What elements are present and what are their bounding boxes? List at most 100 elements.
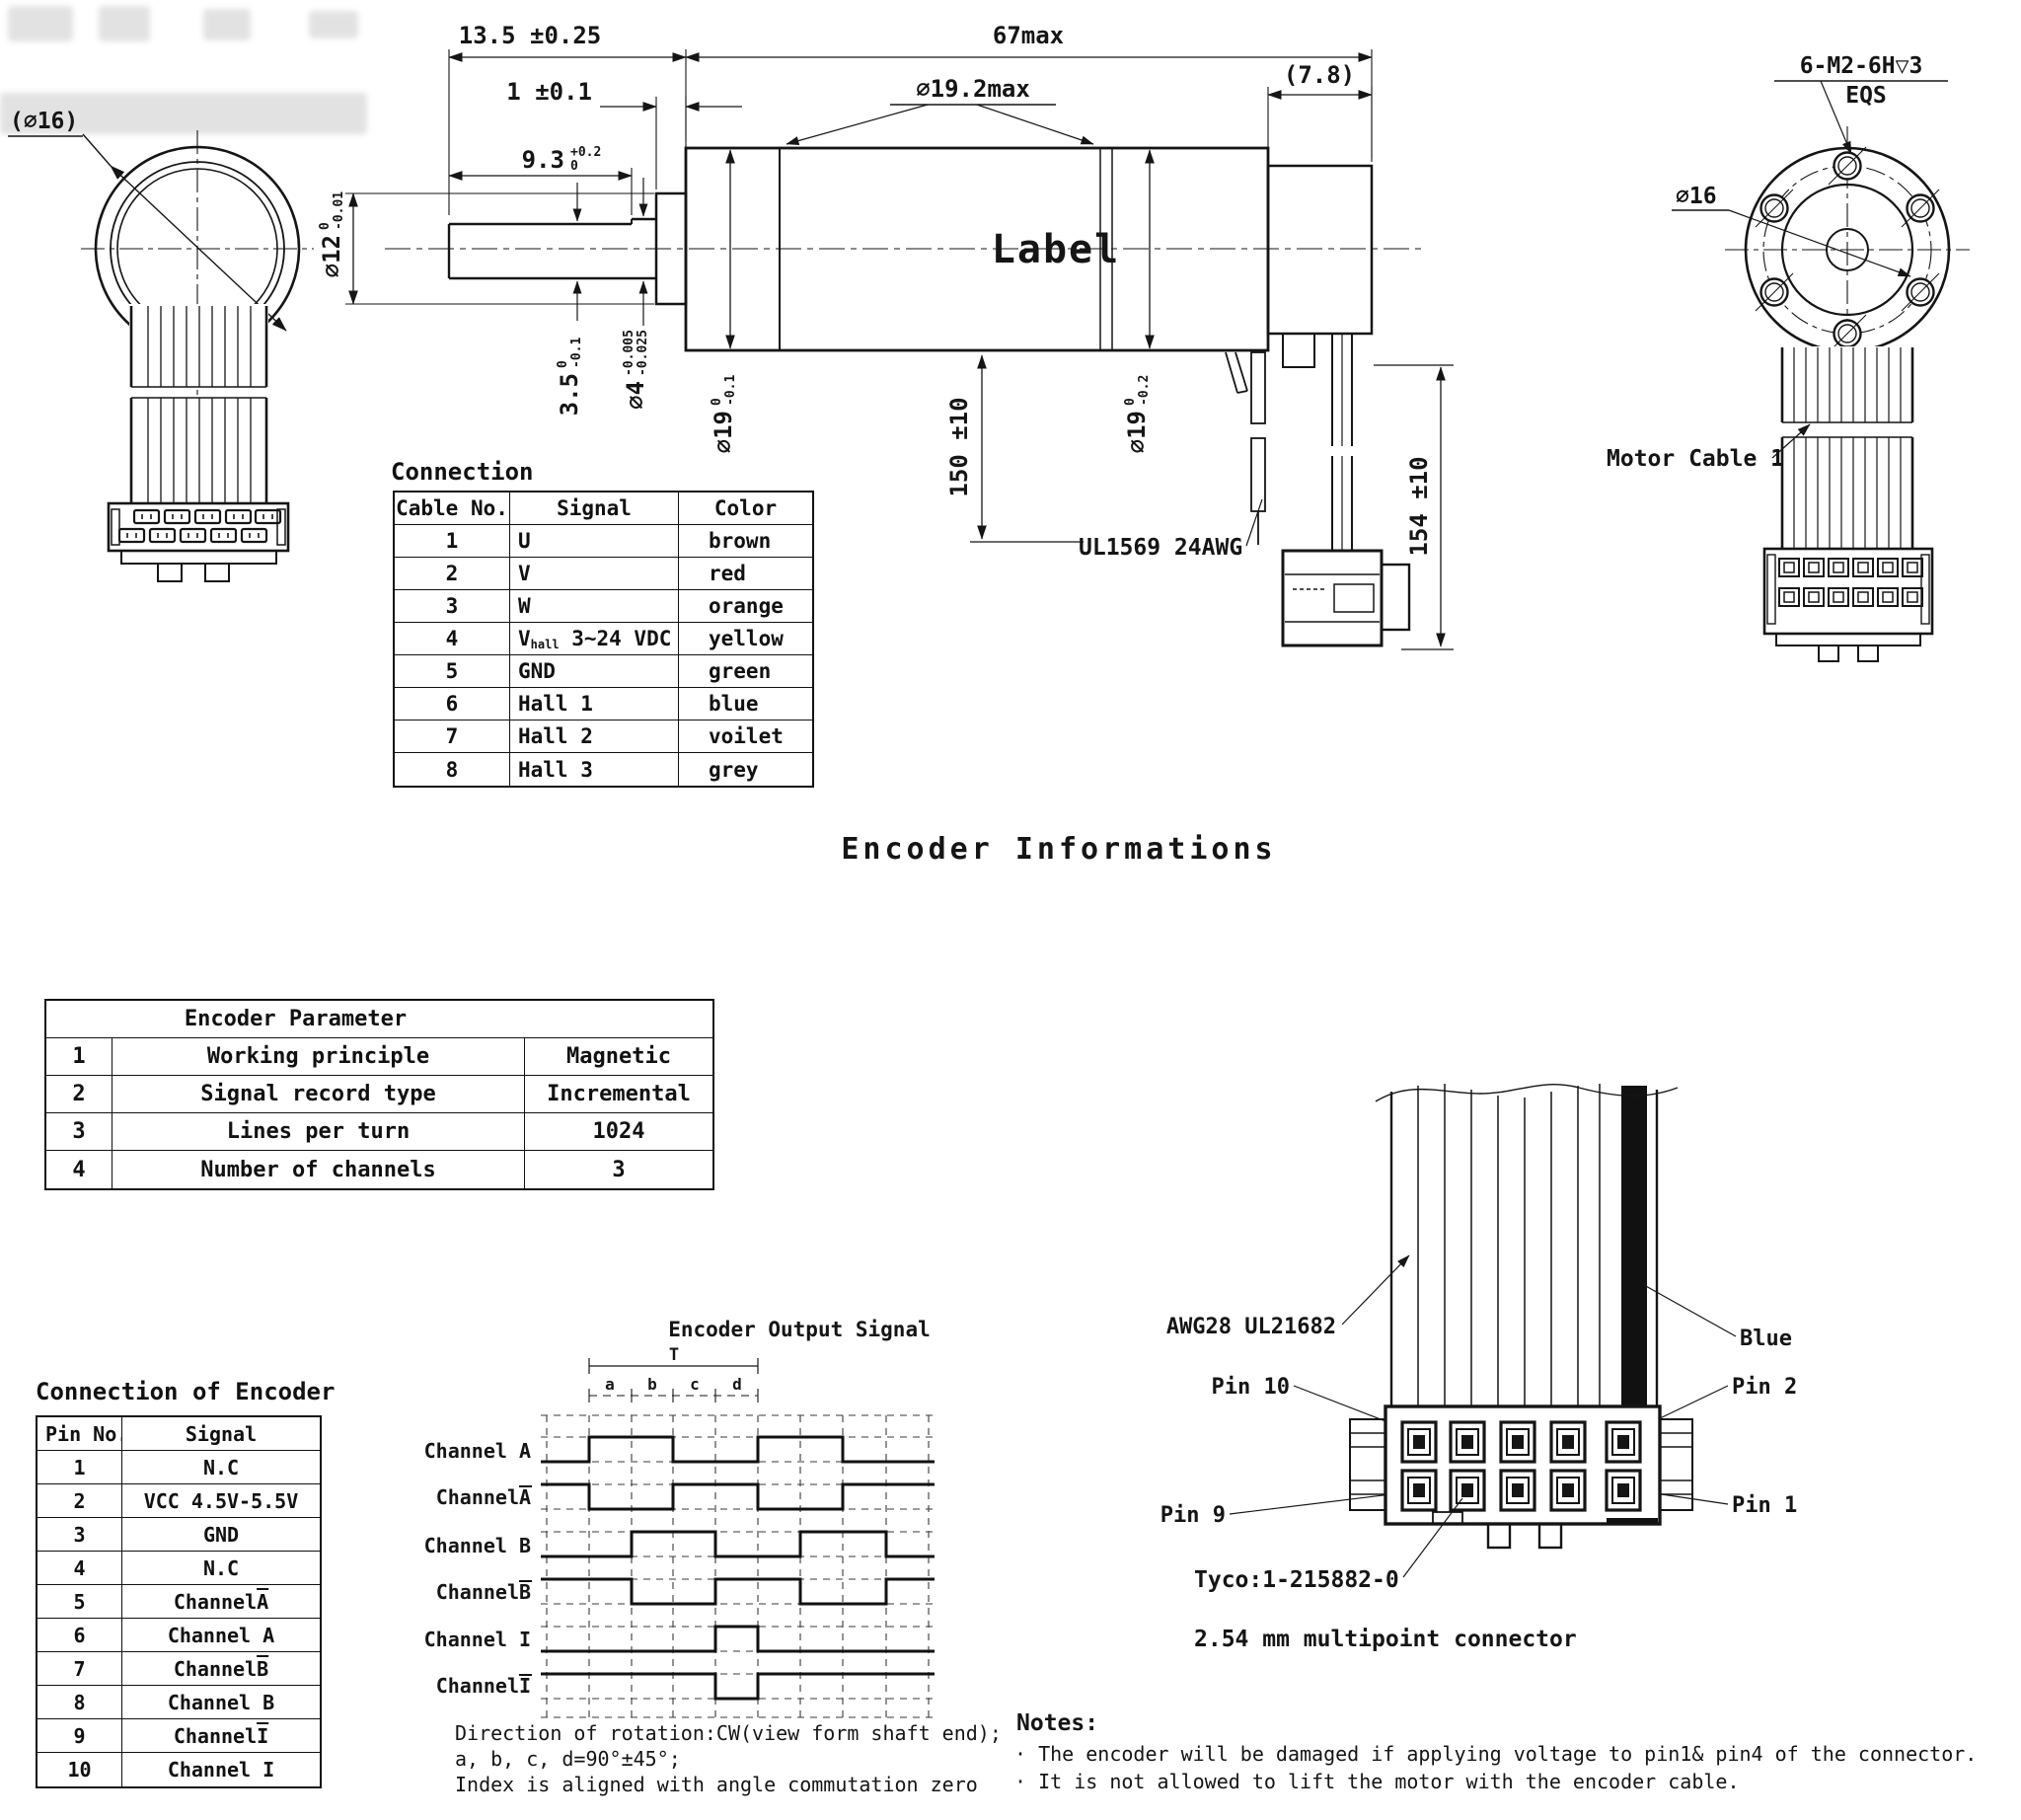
cell-pin-signal: Channel I	[167, 1758, 275, 1782]
dim-1: 1 ±0.1	[506, 78, 592, 106]
svg-text:0: 0	[1123, 398, 1138, 406]
dim-dia19b: ∅19 0 -0.2	[1123, 375, 1152, 454]
thread-spec-label2: EQS	[1845, 83, 1887, 109]
cell-signal: GND	[510, 655, 679, 688]
notes-block: Notes: · The encoder will be damaged if …	[1014, 1710, 1977, 1793]
svg-text:∅19: ∅19	[1123, 411, 1151, 453]
timing-diagram: Encoder Output Signal T a b c d	[424, 1318, 1002, 1796]
wave-channel-b-inv	[541, 1577, 935, 1606]
dim-13-5: 13.5 ±0.25	[459, 22, 602, 49]
seg-label-c: c	[690, 1375, 700, 1394]
note-item-1: · The encoder will be damaged if applyin…	[1014, 1742, 1977, 1766]
cell-color: green	[679, 655, 812, 688]
svg-text:3.5: 3.5	[556, 373, 583, 416]
cell-pin-no: 10	[37, 1753, 122, 1786]
cell-cable-no: 8	[395, 753, 510, 786]
dim-7-8: (7.8)	[1284, 61, 1355, 89]
encoder-conn-table-title: Connection of Encoder	[36, 1378, 336, 1405]
dim-9-3-main: 9.3	[522, 146, 564, 174]
motor-cable-label: Motor Cable 1	[1607, 446, 1784, 472]
cell-pin-signal: Channel B	[122, 1686, 320, 1719]
seg-label-a: a	[605, 1375, 615, 1394]
cell-cable-no: 4	[395, 623, 510, 655]
svg-text:-0.2: -0.2	[1137, 375, 1152, 406]
cell-color: blue	[679, 688, 812, 720]
cell-param-value: 3	[612, 1157, 626, 1182]
cell-cable-no: 2	[395, 558, 510, 590]
svg-text:0: 0	[556, 360, 570, 368]
cell-color: brown	[679, 525, 812, 558]
cell-color: grey	[709, 757, 759, 782]
pin1-label: Pin 1	[1732, 1493, 1797, 1518]
label-channel-i-inv-ov: I	[519, 1674, 531, 1698]
cell-color: orange	[679, 590, 812, 623]
rear-view: 6-M2-6H▽3 EQS ∅16	[1607, 53, 1970, 662]
cell-color: yellow	[679, 623, 812, 655]
cable-break-wave	[1375, 1084, 1679, 1102]
svg-text:150 ±10: 150 ±10	[945, 397, 973, 496]
cell-param-no: 3	[46, 1113, 112, 1151]
thread-spec-label: 6-M2-6H▽3	[1800, 53, 1923, 79]
blue-wire	[1621, 1086, 1647, 1406]
cell-pin-signal: N.C	[122, 1451, 320, 1484]
svg-text:154 ±10: 154 ±10	[1405, 456, 1433, 556]
pin10-label: Pin 10	[1212, 1375, 1290, 1400]
side-motor-connector	[1281, 549, 1411, 647]
connection-table-title: Connection	[391, 458, 534, 486]
cell-cable-no: 7	[395, 720, 510, 753]
cell-pin-no: 8	[37, 1686, 122, 1719]
dim-dia12: ∅12 0 -0.01	[318, 191, 346, 278]
encoder-ribbon	[1389, 1084, 1659, 1406]
label-channel-a: Channel A	[424, 1439, 531, 1463]
cell-param-no: 2	[46, 1076, 112, 1113]
cell-pin-no: 3	[37, 1518, 122, 1552]
cell-param-no: 4	[46, 1151, 112, 1188]
cell-param-value: Magnetic	[525, 1038, 712, 1076]
svg-text:-0.01: -0.01	[332, 191, 346, 230]
cell-cable-no: 1	[395, 525, 510, 558]
svg-text:∅4: ∅4	[622, 381, 649, 410]
svg-text:∅19: ∅19	[710, 411, 737, 453]
encoder-parameter-table: Encoder Parameter 1 Working principle Ma…	[44, 999, 714, 1190]
cell-pin-signal: Channel A	[122, 1585, 320, 1619]
cell-signal: Hall 3	[510, 753, 679, 786]
cell-pin-no: 5	[37, 1585, 122, 1619]
wave-channel-b	[541, 1530, 935, 1558]
svg-text:0: 0	[710, 398, 724, 406]
rear-dia-label: ∅16	[1676, 184, 1717, 209]
svg-text:0: 0	[318, 222, 333, 230]
side-motor-wires	[1225, 351, 1266, 545]
pitch-label: 2.54 mm multipoint connector	[1194, 1627, 1577, 1652]
section-title: Encoder Informations	[841, 832, 1276, 867]
label-channel-a-inv: Channel	[436, 1485, 519, 1509]
col-header-color: Color	[679, 493, 812, 525]
cell-pin-no: 1	[37, 1451, 122, 1484]
svg-text:∅12: ∅12	[318, 235, 345, 277]
dim-dia4: ∅4 -0.005 -0.025	[622, 330, 650, 410]
cell-color: voilet	[679, 720, 812, 753]
label-channel-i-inv: Channel	[436, 1674, 519, 1698]
col-header-signal: Signal	[510, 493, 679, 525]
dim-67max: 67max	[993, 22, 1064, 49]
parameter-table-title: Encoder Parameter	[46, 1001, 712, 1038]
rear-ribbon	[1780, 347, 1914, 549]
waveforms	[541, 1435, 935, 1701]
vhall-main: V	[518, 627, 531, 650]
encoder-conn-table: Pin No. Signal 1 N.C 2 VCC 4.5V-5.5V 3 G…	[36, 1415, 322, 1788]
cell-pin-no: 7	[37, 1652, 122, 1686]
cell-param-name: Lines per turn	[112, 1113, 525, 1151]
shaft	[447, 191, 688, 306]
front-dia-label: (∅16)	[10, 109, 78, 134]
seg-label-d: d	[732, 1375, 742, 1394]
cell-cable-no: 6	[395, 688, 510, 720]
label-channel-b-inv: Channel	[436, 1580, 519, 1604]
col-header-pin-no: Pin No.	[37, 1417, 122, 1451]
ul1569-label: UL1569 24AWG	[1079, 535, 1242, 561]
cell-cable-no: 3	[395, 590, 510, 623]
dim-150: 150 ±10	[945, 397, 973, 496]
watermark-blob	[8, 6, 73, 41]
cell-pin-signal: N.C	[122, 1552, 320, 1585]
